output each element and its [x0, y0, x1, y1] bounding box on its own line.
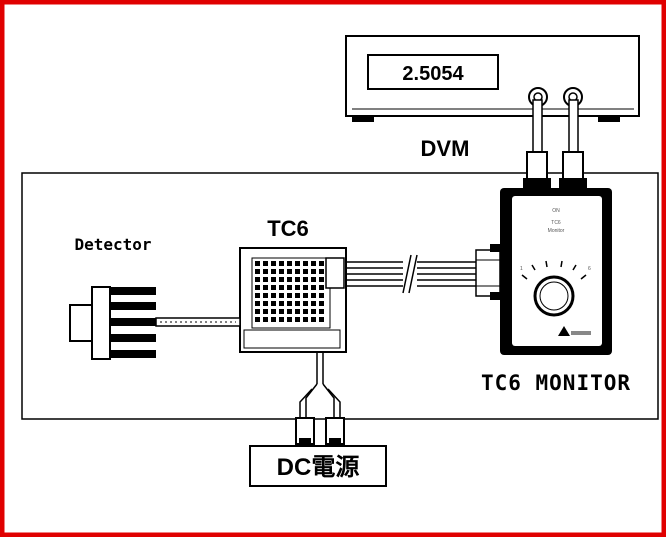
svg-text:1: 1 — [520, 266, 523, 272]
tc6-grid-cell — [271, 261, 276, 266]
detector-unit — [69, 286, 156, 360]
tc6-grid-cell — [303, 269, 308, 274]
tc6-grid-cell — [295, 301, 300, 306]
tc6-grid-cell — [303, 293, 308, 298]
power-cable — [299, 352, 341, 420]
tc6-grid-cell — [287, 285, 292, 290]
tc6-grid-cell — [255, 261, 260, 266]
tc6-grid-cell — [279, 301, 284, 306]
tc6-grid-cell — [287, 277, 292, 282]
tc6-grid-cell — [295, 269, 300, 274]
tc6-grid-cell — [319, 261, 324, 266]
tc6-grid-cell — [271, 293, 276, 298]
tc6-grid-cell — [287, 301, 292, 306]
dvm-label: DVM — [421, 136, 470, 161]
tc6-grid-cell — [263, 317, 268, 322]
tc6-grid-cell — [279, 277, 284, 282]
power-box — [249, 445, 387, 487]
tc6-grid-cell — [255, 309, 260, 314]
svg-text:Monitor: Monitor — [548, 228, 565, 234]
tc6-connector — [325, 257, 345, 289]
tc6-grid-cell — [255, 269, 260, 274]
tc6-grid-cell — [311, 293, 316, 298]
tc6-grid-cell — [271, 277, 276, 282]
tc6-grid-cell — [255, 293, 260, 298]
tc6-grid-cell — [295, 309, 300, 314]
tc6-grid-cell — [319, 269, 324, 274]
svg-text:ON: ON — [552, 208, 560, 214]
tc6-grid-cell — [279, 317, 284, 322]
tc6-grid-cell — [311, 309, 316, 314]
tc6-grid-cell — [279, 293, 284, 298]
tc6-grid-cell — [319, 317, 324, 322]
tc6-grid-cell — [311, 277, 316, 282]
tc6-grid-cell — [311, 269, 316, 274]
tc6-grid-cell — [279, 261, 284, 266]
tc6-grid-cell — [279, 269, 284, 274]
dvm-unit: 2.5054 — [345, 35, 640, 122]
tc6-grid-cell — [271, 301, 276, 306]
tc6-grid-cell — [271, 309, 276, 314]
tc6-grid-cell — [303, 277, 308, 282]
tc6-grid-cell — [311, 317, 316, 322]
tc6-grid-cell — [295, 285, 300, 290]
dvm-display — [367, 54, 499, 90]
tc6-component-grid — [255, 261, 324, 322]
monitor-dial — [533, 275, 575, 317]
tc6-grid-cell — [303, 261, 308, 266]
tc6-grid-cell — [255, 301, 260, 306]
dvm-cables — [523, 99, 587, 190]
tc6-grid-cell — [287, 309, 292, 314]
tc6-grid-cell — [319, 301, 324, 306]
tc6-grid-cell — [263, 309, 268, 314]
tc6-grid-cell — [295, 317, 300, 322]
detector-cable — [155, 317, 241, 327]
ribbon-cable — [344, 244, 501, 300]
tc6-grid-cell — [263, 285, 268, 290]
tc6-grid-cell — [319, 309, 324, 314]
tc6-grid-cell — [311, 301, 316, 306]
tc6-grid-cell — [263, 293, 268, 298]
tc6-grid-cell — [295, 293, 300, 298]
tc6-grid-cell — [279, 285, 284, 290]
power-label: DC電源 — [277, 454, 360, 481]
tc6-grid-cell — [271, 269, 276, 274]
tc6-grid-cell — [287, 317, 292, 322]
tc6-grid-cell — [311, 285, 316, 290]
tc6-grid-cell — [303, 301, 308, 306]
tc6-grid-cell — [263, 277, 268, 282]
monitor-label: TC6 MONITOR — [481, 371, 631, 395]
tc6-grid-cell — [255, 277, 260, 282]
svg-text:6: 6 — [588, 266, 591, 272]
tc6-grid-cell — [263, 269, 268, 274]
tc6-grid-cell — [295, 277, 300, 282]
tc6-grid-cell — [319, 285, 324, 290]
tc6-label: TC6 — [267, 216, 309, 241]
tc6-grid-cell — [287, 293, 292, 298]
tc6-grid-cell — [295, 261, 300, 266]
tc6-grid-cell — [303, 317, 308, 322]
tc6-grid-cell — [255, 285, 260, 290]
tc6-board — [239, 247, 347, 353]
tc6-grid-cell — [279, 309, 284, 314]
detector-label: Detector — [74, 235, 151, 254]
tc6-grid-cell — [271, 285, 276, 290]
tc6-grid-cell — [319, 293, 324, 298]
tc6-grid-cell — [319, 277, 324, 282]
tc6-grid-cell — [263, 261, 268, 266]
tc6-grid-cell — [263, 301, 268, 306]
tc6-grid-cell — [255, 317, 260, 322]
tc6-grid-cell — [287, 261, 292, 266]
power-plugs — [295, 417, 345, 446]
tc6-grid-cell — [303, 309, 308, 314]
svg-text:TC6: TC6 — [551, 220, 561, 226]
tc6-grid-cell — [311, 261, 316, 266]
tc6-grid-cell — [271, 317, 276, 322]
monitor-unit: ON TC6 Monitor 1 6 — [500, 188, 612, 355]
dvm-reading: 2.5054 — [402, 63, 464, 85]
tc6-grid-cell — [287, 269, 292, 274]
tc6-grid-cell — [303, 285, 308, 290]
